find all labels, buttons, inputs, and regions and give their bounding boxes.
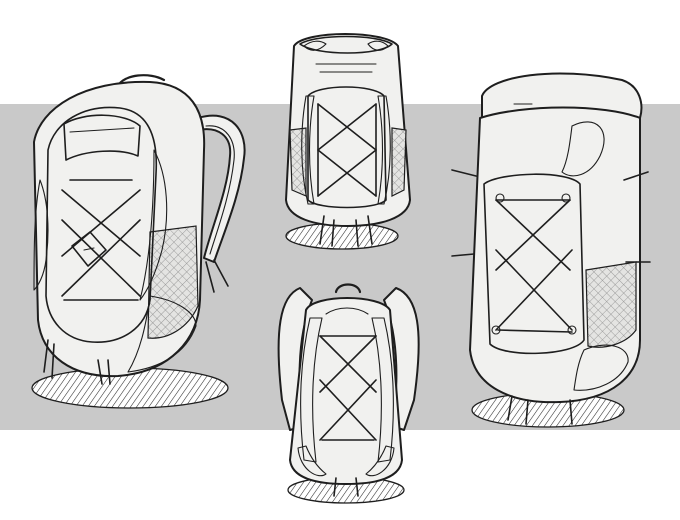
shoulder-strap <box>197 114 246 263</box>
accent-bottom <box>127 295 197 373</box>
daypack-back-view <box>277 283 420 504</box>
trekking-pack-front-view <box>451 72 651 428</box>
side-mesh-pocket <box>585 261 637 348</box>
logo-patch <box>71 231 107 267</box>
top-pocket <box>63 114 141 161</box>
accent-panel-right <box>139 149 168 301</box>
top-handle <box>334 283 362 294</box>
front-panel <box>307 86 387 209</box>
front-panel <box>45 106 158 343</box>
accent-panel-right <box>561 121 605 177</box>
tall-pack-front-view <box>285 33 411 250</box>
bungee-cord <box>495 199 573 333</box>
accent-bottom <box>297 445 327 477</box>
bungee-cord <box>319 335 377 441</box>
accent-panel-right <box>377 95 391 205</box>
top-collar <box>299 35 393 54</box>
pack-body <box>285 33 411 227</box>
side-mesh-pocket <box>289 127 307 197</box>
accent-bottom <box>573 344 629 391</box>
bungee-cord <box>317 103 377 197</box>
accent-panel-left <box>301 95 315 205</box>
front-panel <box>483 173 585 355</box>
accent-panel-left <box>300 317 323 463</box>
pack-body <box>289 297 403 485</box>
accent-panel-left <box>33 179 49 291</box>
daypack-side-view <box>31 74 246 409</box>
bungee-cord <box>61 179 141 301</box>
